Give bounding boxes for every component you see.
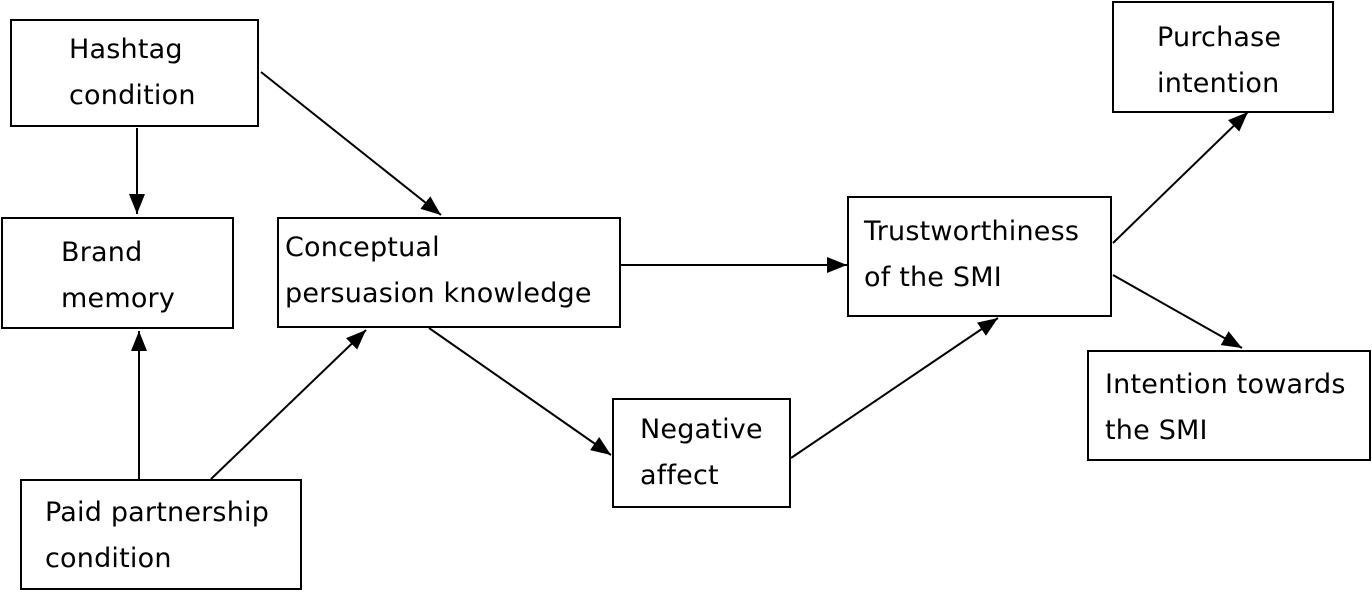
node-intention-towards-smi: Intention towards the SMI xyxy=(1087,350,1371,461)
arrow-paid-to-cpk xyxy=(210,329,367,480)
arrow-hashtag-to-cpk xyxy=(260,71,442,216)
arrow-cpk-to-negative xyxy=(428,327,612,456)
node-negative-line-1: Negative xyxy=(640,414,763,445)
node-paid-line-1: Paid partnership xyxy=(45,497,270,528)
node-paid-line-2: condition xyxy=(45,543,172,574)
node-negative-affect: Negative affect xyxy=(612,398,791,508)
node-purchase-intention: Purchase intention xyxy=(1112,1,1334,113)
node-hashtag-line-1: Hashtag xyxy=(69,34,183,65)
node-hashtag-condition: Hashtag condition xyxy=(10,19,259,127)
arrow-negative-to-trust xyxy=(790,317,999,459)
node-purchase-line-2: intention xyxy=(1157,68,1280,99)
node-purchase-line-1: Purchase xyxy=(1157,22,1282,53)
node-negative-line-2: affect xyxy=(640,460,719,491)
node-brand-memory: Brand memory xyxy=(1,217,234,329)
node-cpk-line-1: Conceptual xyxy=(285,232,440,263)
node-brand-line-2: memory xyxy=(61,283,176,314)
node-intention-line-2: the SMI xyxy=(1105,415,1208,446)
node-trust-line-1: Trustworthiness xyxy=(864,216,1080,247)
node-intention-line-1: Intention towards xyxy=(1105,369,1346,400)
arrow-trust-to-intention xyxy=(1112,274,1243,349)
node-cpk-line-2: persuasion knowledge xyxy=(285,278,592,309)
node-brand-line-1: Brand xyxy=(61,237,143,268)
arrow-trust-to-purchase xyxy=(1112,111,1249,244)
node-hashtag-line-2: condition xyxy=(69,80,196,111)
node-paid-partnership-condition: Paid partnership condition xyxy=(20,479,302,590)
node-trustworthiness-of-smi: Trustworthiness of the SMI xyxy=(847,196,1112,317)
node-conceptual-persuasion-knowledge: Conceptual persuasion knowledge xyxy=(277,217,621,328)
node-trust-line-2: of the SMI xyxy=(864,262,1002,293)
